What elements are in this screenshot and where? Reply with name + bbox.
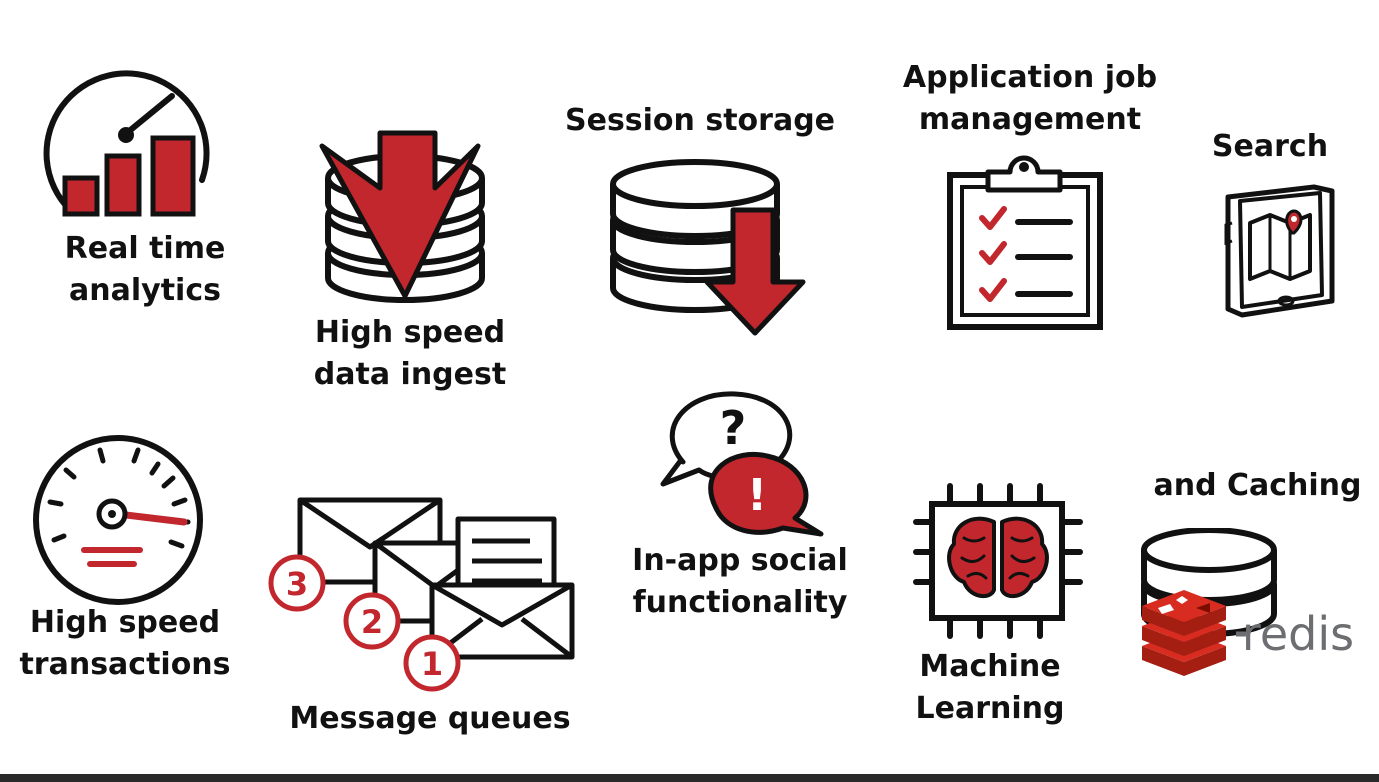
gauge-bar-chart-icon — [43, 70, 210, 217]
envelopes-queue-icon: 3 2 1 — [268, 497, 575, 692]
speech-bubbles-icon: ? ! — [660, 391, 824, 537]
tablet-map-icon — [1224, 184, 1335, 318]
label-and-caching: and Caching — [1153, 468, 1362, 503]
queue-badge-2: 2 — [361, 603, 383, 641]
database-down-arrow-icon — [319, 130, 485, 303]
label-application-job-management: Application job management — [902, 60, 1158, 137]
queue-badge-1: 1 — [421, 645, 443, 683]
label-session-storage: Session storage — [564, 103, 836, 138]
label-message-queues: Message queues — [289, 701, 571, 736]
label-search: Search — [1211, 129, 1329, 164]
label-machine-learning: Machine Learning — [915, 649, 1065, 726]
speedometer-icon — [33, 435, 203, 605]
label-high-speed-data-ingest: High speed data ingest — [313, 315, 507, 392]
redis-database-icon: redis — [1141, 528, 1354, 676]
bottom-bar — [0, 774, 1379, 782]
label-real-time-analytics: Real time analytics — [64, 231, 226, 308]
queue-badge-3: 3 — [286, 565, 308, 603]
clipboard-checklist-icon — [947, 155, 1103, 330]
database-storage-icon — [610, 159, 806, 336]
redis-logo-icon — [1142, 590, 1226, 676]
label-in-app-social-functionality: In-app social functionality — [632, 543, 848, 620]
question-mark: ? — [720, 401, 747, 455]
redis-wordmark: redis — [1242, 607, 1354, 661]
brain-chip-icon — [913, 483, 1083, 639]
label-high-speed-transactions: High speed transactions — [19, 605, 231, 682]
exclamation-mark: ! — [747, 470, 767, 521]
